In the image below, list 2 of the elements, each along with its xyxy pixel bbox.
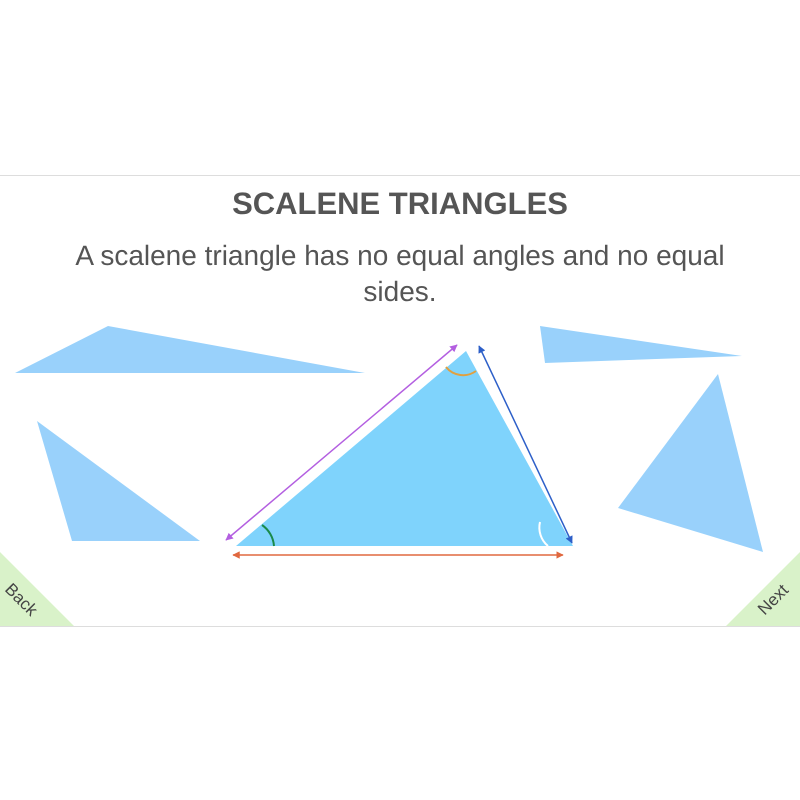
slide-title: SCALENE TRIANGLES <box>231 186 569 222</box>
definition-text: A scalene triangle has no equal angles and no equal sides. <box>74 239 726 309</box>
